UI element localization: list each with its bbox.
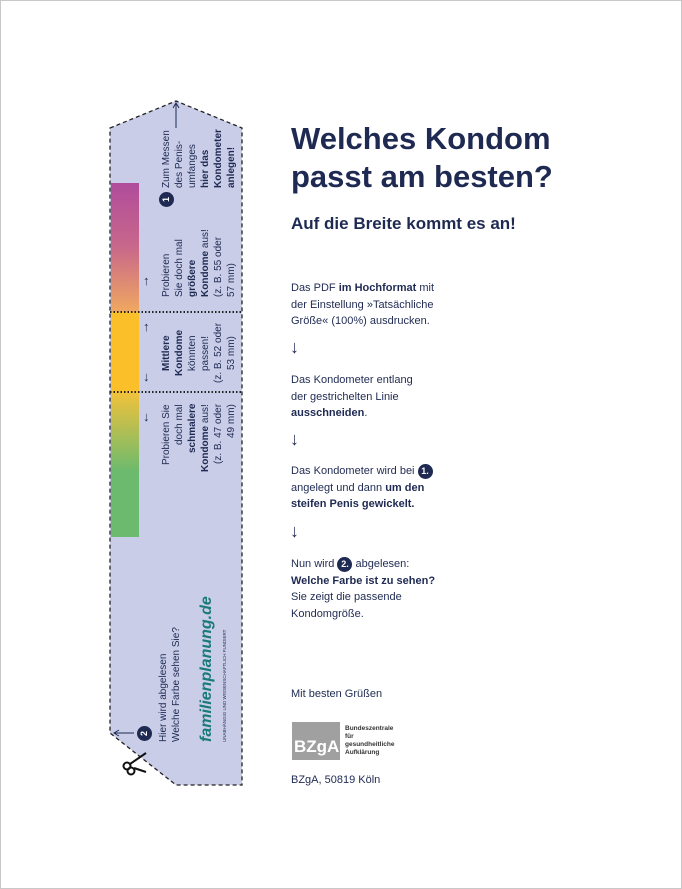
arrow-up-icon xyxy=(172,102,180,128)
arrow-down-icon: ↓ xyxy=(290,521,299,541)
bzga-logo-mark: BZgA xyxy=(292,722,340,760)
subtitle: Auf die Breite kommt es an! xyxy=(291,214,516,233)
arrow-down-icon: ↓ xyxy=(143,369,150,384)
step-2-badge: 2 xyxy=(137,726,152,741)
arrow-up-icon: ↑ xyxy=(143,319,150,334)
arrow-down-icon: ↓ xyxy=(290,337,299,357)
arrow-left-icon xyxy=(113,729,134,737)
step-3-text: Das Kondometer wird bei 1. angelegt und … xyxy=(291,463,433,513)
step-1-badge: 1 xyxy=(159,192,174,207)
cut-line xyxy=(109,100,243,786)
step-4-text: Nun wird 2. abgelesen: Welche Farbe ist … xyxy=(291,557,436,620)
step-2-badge: 2. xyxy=(337,557,353,572)
color-zone-medium xyxy=(111,312,139,392)
color-zone-small xyxy=(111,392,139,537)
scissors-icon xyxy=(122,752,147,776)
greeting: Mit besten Grüßen xyxy=(291,688,383,700)
step-1-text: Das PDF im Hochformat mit der Einstellun… xyxy=(291,282,435,327)
arrow-down-icon: ↓ xyxy=(143,409,150,424)
step-1-badge: 1. xyxy=(417,464,433,479)
address: BZgA, 50819 Köln xyxy=(291,774,381,786)
color-zone-large xyxy=(111,183,139,312)
arrow-up-icon: ↑ xyxy=(143,273,150,288)
arrow-down-icon: ↓ xyxy=(290,429,299,449)
logo-tagline: UNABHÄNGIG UND WISSENSCHAFTLICH FUNDIERT xyxy=(222,629,227,742)
familienplanung-logo: familienplanung.de xyxy=(198,596,215,742)
